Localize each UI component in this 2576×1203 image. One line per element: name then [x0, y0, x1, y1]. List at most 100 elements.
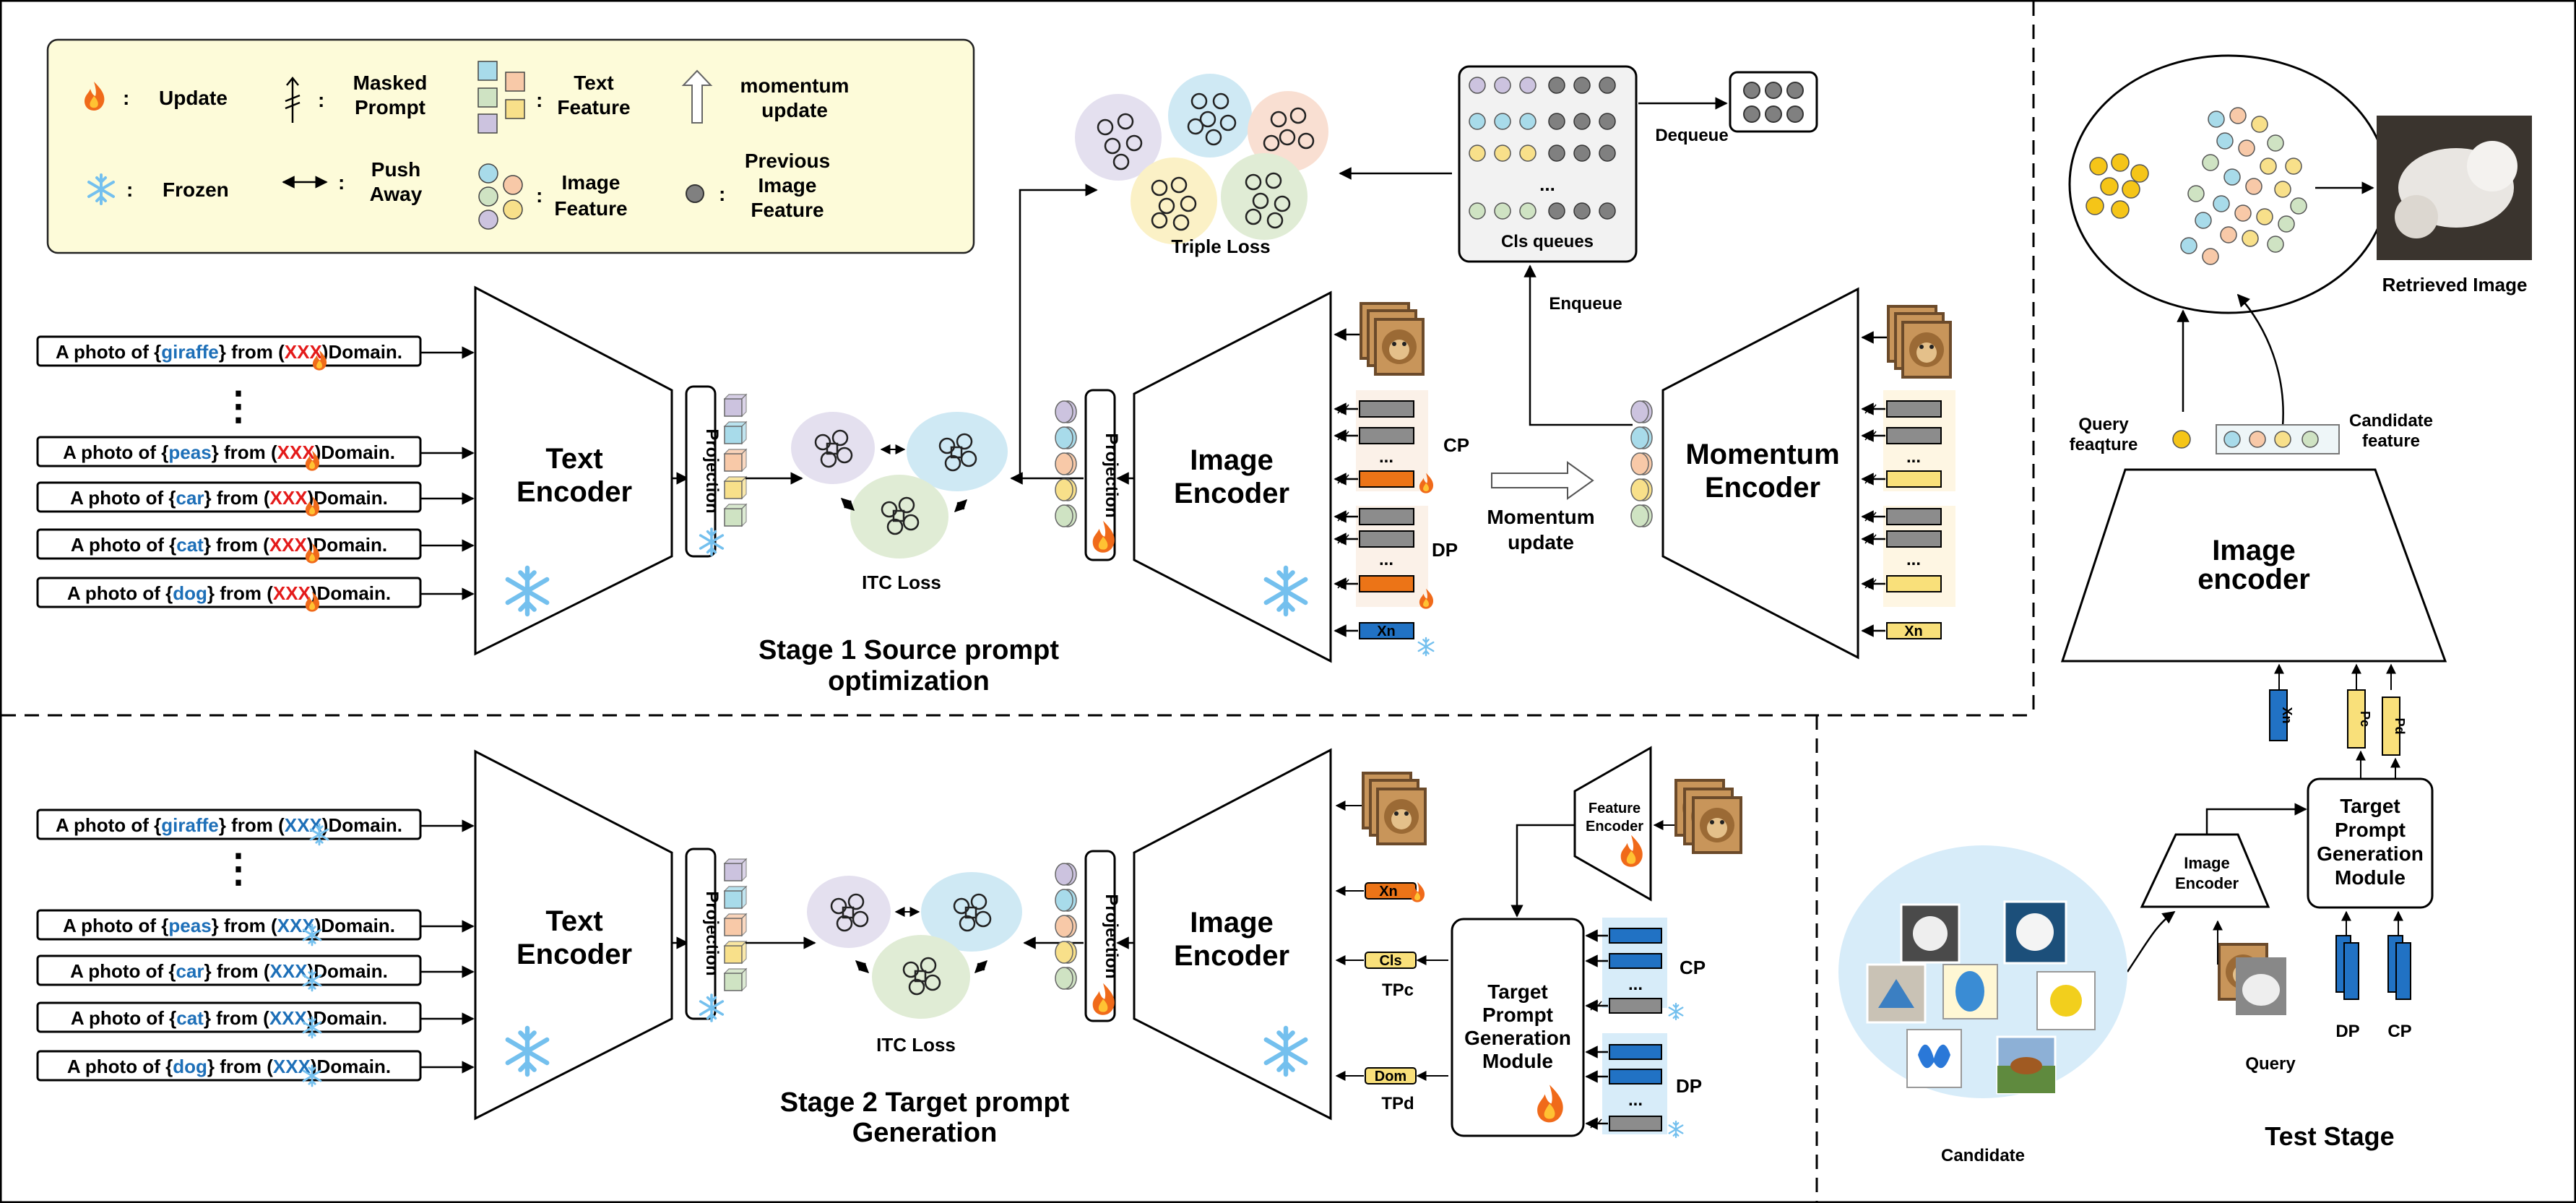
svg-text:Xn: Xn: [1379, 884, 1398, 900]
momentum-encoder: [1661, 287, 1859, 660]
svg-text::: :: [719, 183, 725, 205]
svg-text:A photo of {cat} from (XXX)Dom: A photo of {cat} from (XXX)Domain.: [71, 1007, 387, 1029]
stage1-text-features: [723, 393, 748, 527]
svg-text:A photo of {car} from (XXX)Dom: A photo of {car} from (XXX)Domain.: [70, 960, 388, 982]
svg-text:A photo of {giraffe} from (XXX: A photo of {giraffe} from (XXX)Domain.: [56, 341, 402, 363]
prompt-box: [36, 481, 422, 513]
svg-text:CP: CP: [2387, 1022, 2411, 1041]
test-image-encoder: [2060, 468, 2447, 663]
triple-loss-clusters: [1075, 74, 1328, 244]
stage1: A photo of {giraffe} from (XXX)Domain. A …: [36, 65, 1955, 697]
stage1-itc-clusters: [791, 412, 1008, 559]
svg-text:Dom: Dom: [1375, 1069, 1406, 1085]
text-feature-icon: [477, 61, 525, 134]
stage2-text-features: [723, 858, 748, 992]
stage1-itc-loss-label: ITC Loss: [862, 572, 941, 593]
query-label: Query: [2245, 1054, 2296, 1074]
svg-text:⋮: ⋮: [219, 847, 258, 890]
stage1-image-prompts: ......Xn: [1334, 302, 1435, 657]
cls-queue-features: [1469, 77, 1616, 220]
svg-text:A photo of {cat} from (XXX)Dom: A photo of {cat} from (XXX)Domain.: [71, 534, 387, 556]
prompt-box: [36, 1001, 422, 1033]
svg-text:DP: DP: [1676, 1075, 1702, 1097]
svg-text:DP: DP: [2335, 1022, 2359, 1041]
prompt-box: [36, 1050, 422, 1082]
test-pd-token: [2382, 697, 2400, 756]
feature-encoder-images: [1674, 779, 1742, 854]
momentum-update-arrow: [1491, 461, 1594, 500]
svg-text:Projection: Projection: [702, 891, 722, 975]
image-feature-icon: [478, 163, 523, 230]
svg-text:...: ...: [1906, 447, 1921, 467]
svg-text:A photo of {peas} from (XXX)Do: A photo of {peas} from (XXX)Domain.: [63, 441, 395, 463]
prompt-ellipsis: ⋮: [219, 384, 258, 428]
svg-text:Projection: Projection: [702, 428, 722, 513]
stage2-tpgm: [1451, 918, 1585, 1137]
svg-text:...: ...: [1379, 447, 1393, 467]
svg-text:A photo of {peas} from (XXX)Do: A photo of {peas} from (XXX)Domain.: [63, 915, 395, 936]
svg-text:CP: CP: [1680, 957, 1706, 978]
image-projection: [1084, 389, 1116, 561]
dom-token: [1365, 1067, 1417, 1085]
momentum-features: [1630, 400, 1653, 527]
retrieved-image-label: Retrieved Image: [2382, 274, 2528, 296]
cls-token: [1365, 952, 1417, 969]
svg-text:Xn: Xn: [2280, 707, 2294, 723]
dequeue-label: Dequeue: [1655, 126, 1728, 145]
svg-text:...: ...: [1906, 550, 1921, 569]
svg-text:A photo of {giraffe} from (XXX: A photo of {giraffe} from (XXX)Domain.: [56, 814, 402, 836]
stage1-prompts: A photo of {giraffe} from (XXX)Domain. A …: [36, 335, 475, 612]
candidate-images: [1866, 900, 2096, 1095]
svg-text:Projection: Projection: [1102, 433, 1121, 517]
momentum-update-icon: [681, 69, 713, 124]
svg-text:A photo of {car} from (XXX)Dom: A photo of {car} from (XXX)Domain.: [70, 487, 388, 509]
svg-text:Pc: Pc: [2358, 711, 2372, 727]
stage2: A photo of {giraffe} from (XXX)Domain. A …: [36, 746, 1742, 1148]
stage2-image-encoder: [1133, 748, 1332, 1121]
candidate-feature-scatter: [2180, 107, 2307, 265]
stage2-text-encoder: [474, 749, 673, 1121]
enqueue-label: Enqueue: [1549, 294, 1622, 314]
svg-text::: :: [338, 171, 345, 194]
prompt-box: [36, 954, 422, 986]
previous-feature-icon: [686, 184, 704, 203]
test-stage-title: Test Stage: [2265, 1121, 2394, 1151]
retrieved-image: [2377, 116, 2532, 260]
stage2-prompts: A photo of {giraffe} from (XXX)Domain. A …: [36, 809, 475, 1087]
svg-text::: :: [318, 89, 324, 111]
svg-text:...: ...: [1379, 550, 1393, 569]
svg-text:Update: Update: [159, 87, 228, 109]
small-image-encoder: [2140, 833, 2270, 908]
stage1-cp-label: CP: [1443, 434, 1469, 456]
masked-prompt-icon: [285, 76, 301, 123]
svg-text:...: ...: [1628, 975, 1643, 994]
stage1-dp-label: DP: [1432, 539, 1458, 561]
prompt-box: [36, 577, 422, 608]
candidate-label: Candidate: [1941, 1146, 2025, 1165]
tpd-label: TPd: [1381, 1094, 1414, 1113]
svg-text:...: ...: [1539, 173, 1555, 195]
prompt-box: [36, 528, 422, 560]
stage2-tpgm-prompts: ......: [1585, 918, 1684, 1139]
svg-text:Projection: Projection: [1102, 894, 1121, 978]
svg-text::: :: [536, 89, 543, 111]
stage2-image-projection: [1084, 850, 1116, 1022]
